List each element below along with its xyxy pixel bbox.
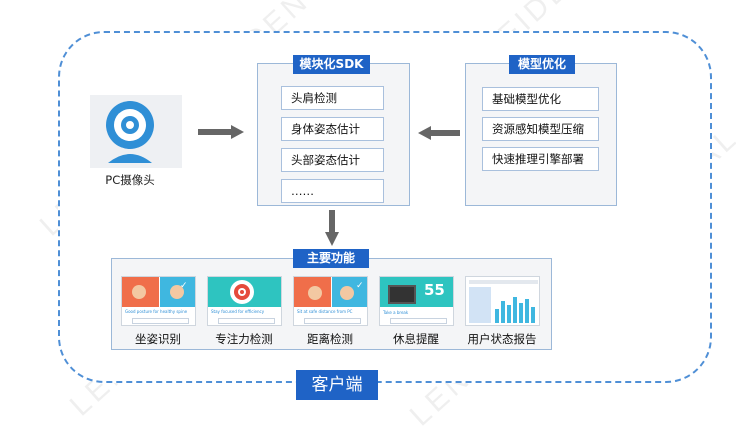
feature-label: 坐姿识别: [135, 332, 181, 346]
arrow-down-icon: [325, 210, 339, 246]
feature-label: 用户状态报告: [467, 332, 537, 346]
sdk-item: 头部姿态估计: [281, 148, 384, 172]
break-thumbnail: 55 Take a break: [379, 276, 454, 326]
distance-thumbnail: ✓ Sit at safe distance from PC: [293, 276, 368, 326]
feature-label: 距离检测: [307, 332, 353, 346]
webcam-icon: [106, 101, 154, 163]
distance-caption: Sit at safe distance from PC: [297, 309, 353, 314]
posture-thumbnail: ✓ Good posture for healthy spine: [121, 276, 196, 326]
model-item: 基础模型优化: [482, 87, 599, 111]
sdk-title: 模块化SDK: [293, 55, 370, 74]
sdk-item: 身体姿态估计: [281, 117, 384, 141]
feature-label: 专注力检测: [215, 332, 273, 346]
camera-card: [90, 95, 182, 168]
sdk-item: ……: [281, 179, 384, 203]
model-title: 模型优化: [509, 55, 575, 74]
model-item: 快速推理引擎部署: [482, 147, 599, 171]
feature-label: 休息提醒: [393, 332, 439, 346]
client-label: 客户端: [296, 370, 378, 400]
focus-thumbnail: Stay focused for efficiency: [207, 276, 282, 326]
focus-caption: Stay focused for efficiency: [211, 309, 265, 314]
arrow-left-icon: [418, 126, 460, 140]
break-number: 55: [424, 281, 445, 299]
camera-label: PC摄像头: [105, 173, 155, 187]
report-thumbnail: [465, 276, 540, 326]
model-item: 资源感知模型压缩: [482, 117, 599, 141]
break-caption: Take a break: [383, 310, 409, 315]
posture-caption: Good posture for healthy spine: [125, 309, 188, 314]
report-bars-icon: [495, 297, 535, 323]
sdk-item: 头肩检测: [281, 86, 384, 110]
arrow-right-icon: [198, 125, 244, 139]
features-title: 主要功能: [293, 249, 369, 268]
